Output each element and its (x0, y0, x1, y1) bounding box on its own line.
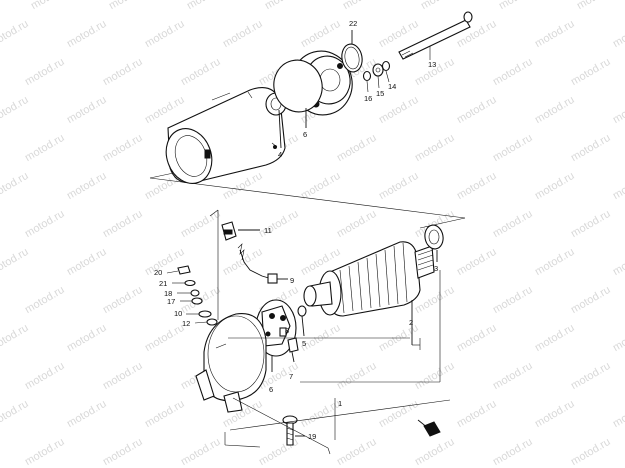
part-13-through-bolt (398, 11, 473, 60)
callout-3: 3 (434, 264, 438, 273)
part-5-washer (297, 305, 307, 337)
callout-13: 13 (428, 60, 436, 69)
callout-16: 16 (364, 94, 372, 103)
brush-holder-small-parts (166, 265, 218, 326)
callout-20: 20 (154, 268, 162, 277)
callout-6-upper: 6 (303, 130, 307, 139)
part-9-brush-spring (237, 243, 288, 284)
callout-2: 2 (409, 318, 413, 327)
callout-9: 9 (290, 276, 294, 285)
callout-22: 22 (349, 19, 357, 28)
callout-11: 11 (264, 226, 272, 235)
part-6-end-cover-upper (273, 50, 353, 128)
callout-18: 18 (164, 289, 172, 298)
callout-labels: 22 16 15 14 13 6 4 11 3 9 20 21 18 17 10… (154, 19, 438, 441)
callout-7: 7 (289, 372, 293, 381)
part-11-terminal (221, 221, 260, 241)
callout-10: 10 (174, 309, 182, 318)
parts-14-15-16-washers (362, 60, 391, 93)
callout-19: 19 (308, 432, 316, 441)
part-7-bracket (287, 337, 299, 363)
callout-21: 21 (159, 279, 167, 288)
callout-4: 4 (278, 150, 282, 159)
callout-15: 15 (376, 89, 384, 98)
end-housing (195, 312, 267, 413)
callout-17: 17 (167, 297, 175, 306)
callout-8: 8 (285, 326, 289, 335)
part-22-o-ring (341, 30, 363, 73)
lower-frame-lines (209, 209, 451, 455)
part-2-armature (303, 241, 435, 345)
part-3-bearing (424, 224, 444, 262)
forward-arrow-icon (417, 419, 441, 437)
callout-5: 5 (302, 339, 306, 348)
callout-14: 14 (388, 82, 396, 91)
callout-1: 1 (338, 399, 342, 408)
yoke-housing (165, 87, 286, 184)
callout-6-lower: 6 (269, 385, 273, 394)
callout-12: 12 (182, 319, 190, 328)
